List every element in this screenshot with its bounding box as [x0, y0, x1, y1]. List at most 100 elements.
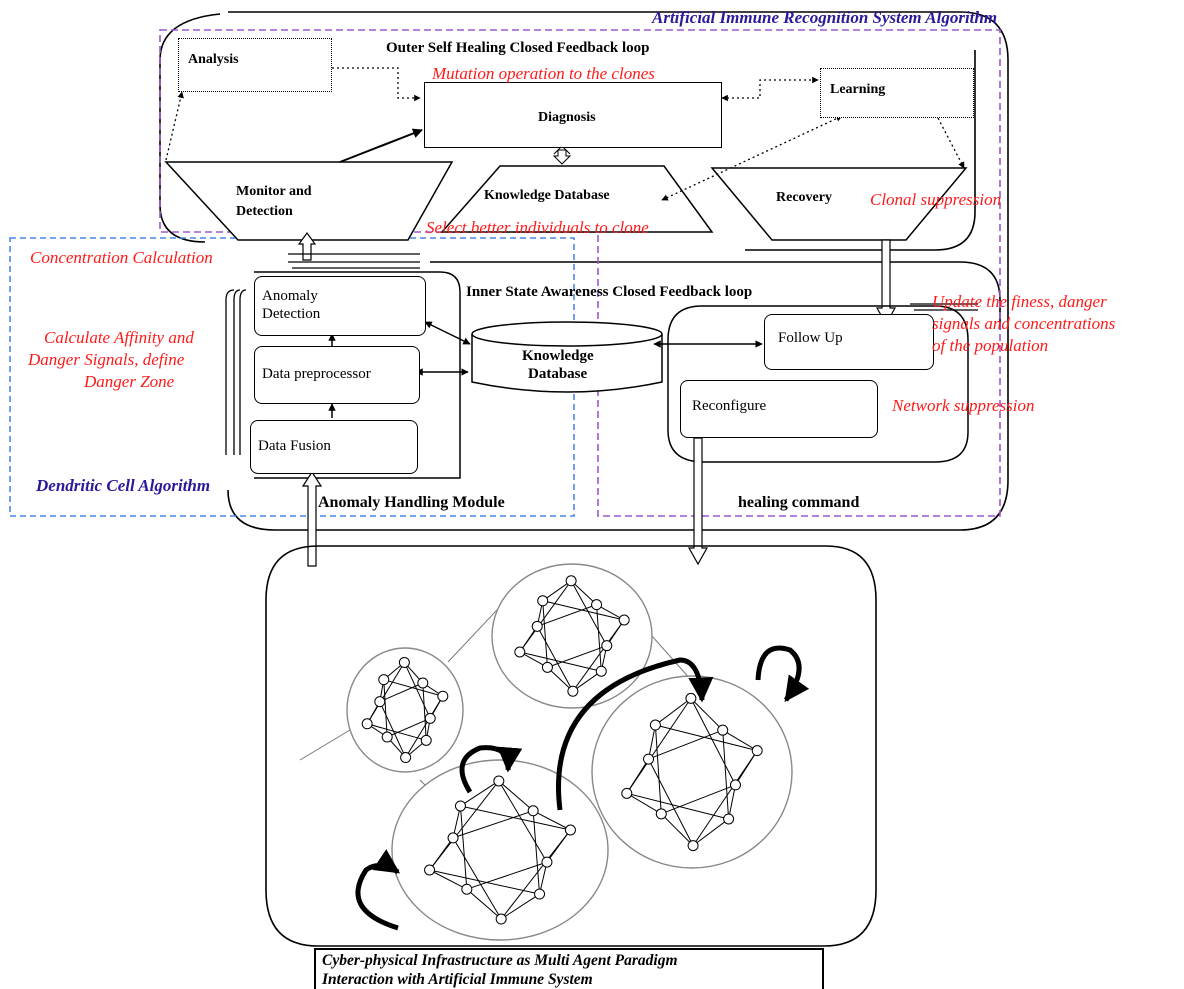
learning-label: Learning: [830, 82, 886, 97]
agent-link: [542, 580, 572, 602]
hollow-arrow-down-healing: [687, 437, 709, 566]
agent-node: [495, 913, 507, 925]
update-label-2: signals and concentrations: [932, 314, 1116, 333]
inner-loop-title: Inner State Awareness Closed Feedback lo…: [466, 284, 753, 300]
agent-link: [429, 869, 540, 895]
agent-link: [570, 580, 608, 646]
agent-link: [655, 697, 692, 726]
reconfigure-box: [680, 380, 878, 438]
agent-link: [466, 861, 548, 890]
data-fusion-label: Data Fusion: [258, 438, 331, 454]
hollow-arrow-up-network: [301, 470, 323, 567]
agent-cluster: [346, 647, 464, 773]
agent-link: [429, 780, 500, 871]
agent-node: [461, 883, 473, 895]
agent-link: [546, 829, 571, 863]
agent-node: [541, 661, 553, 673]
cluster-link: [299, 729, 351, 761]
concentration-label: Concentration Calculation: [30, 248, 213, 267]
agent-node: [595, 665, 607, 677]
agent-link: [459, 805, 468, 890]
learning-box: [820, 68, 974, 118]
agent-link: [466, 888, 502, 920]
hollow-arrow-down-recovery: [875, 239, 897, 326]
agent-link: [532, 810, 541, 895]
agent-link: [542, 600, 625, 621]
agent-link: [728, 784, 736, 820]
outer-loop-title: Outer Self Healing Closed Feedback loop: [386, 40, 650, 56]
agent-link: [654, 725, 662, 814]
agent-node: [424, 864, 436, 876]
agent-link: [383, 679, 443, 697]
agent-node: [751, 745, 763, 757]
diagnosis-label: Diagnosis: [538, 110, 596, 125]
agent-link: [570, 580, 597, 606]
agent-node: [685, 692, 697, 704]
caption-line-1: Cyber-physical Infrastructure as Multi A…: [322, 952, 678, 969]
network-suppression-label: Network suppression: [892, 396, 1035, 415]
affinity-label-2: Danger Signals, define: [28, 350, 185, 369]
agent-node: [618, 614, 630, 626]
monitor-label-1: Monitor and: [236, 184, 312, 199]
agent-node: [437, 690, 449, 702]
update-label-3: of the population: [932, 336, 1049, 355]
agent-node: [381, 731, 393, 743]
agent-link: [660, 813, 694, 846]
airs-label: Artificial Immune Recognition System Alg…: [652, 8, 998, 27]
caption-line-2: Interaction with Artificial Immune Syste…: [322, 971, 593, 988]
anomaly-module-border: [254, 271, 461, 479]
agent-link: [536, 626, 574, 692]
agent-link: [626, 698, 692, 794]
inner-knowledge-label-1: Knowledge: [522, 348, 594, 364]
agent-link: [379, 701, 407, 758]
knowledge-cylinder: [471, 321, 663, 393]
agent-link: [722, 729, 758, 752]
agent-link: [500, 893, 540, 920]
agent-node: [687, 840, 699, 852]
agent-link: [690, 698, 724, 731]
agent-node: [591, 599, 603, 611]
mutation-label: Mutation operation to the clones: [432, 64, 655, 83]
follow-up-label: Follow Up: [778, 330, 843, 346]
data-fusion-box: [250, 420, 418, 474]
knowledge-db-label: Knowledge Database: [484, 188, 610, 203]
agent-cluster: [391, 759, 609, 941]
agent-link: [460, 780, 500, 807]
agent-link: [429, 869, 468, 890]
agent-network: [299, 563, 810, 941]
agent-link: [572, 670, 602, 692]
monitor-trapezoid: [164, 161, 454, 241]
interaction-arrow: [556, 657, 714, 811]
agent-node: [514, 646, 526, 658]
agent-link: [661, 784, 736, 815]
agent-link: [429, 837, 454, 871]
network-panel-border: [265, 545, 877, 947]
update-label-1: Update the finess, danger: [932, 292, 1107, 311]
agent-node: [565, 575, 577, 587]
agent-cluster: [491, 563, 653, 709]
agent-node: [649, 719, 661, 731]
outer-top-right-border: [745, 50, 976, 251]
agent-node: [717, 724, 729, 736]
agent-link: [648, 729, 723, 760]
agent-link: [626, 758, 649, 794]
agent-link: [722, 730, 730, 819]
select-clone-label: Select better individuals to clone: [426, 218, 649, 237]
agent-node: [361, 718, 373, 730]
agent-node: [601, 640, 613, 652]
analysis-box: [178, 38, 332, 92]
anomaly-label-2: Detection: [262, 306, 321, 322]
agent-link: [692, 750, 758, 846]
data-preprocessor-box: [254, 346, 420, 404]
agent-node: [534, 888, 546, 900]
agent-link: [648, 758, 694, 846]
agent-link: [655, 724, 758, 752]
analysis-label: Analysis: [188, 52, 239, 67]
agent-link: [519, 651, 602, 672]
affinity-label-1: Calculate Affinity and: [44, 328, 194, 347]
inner-right-border: [667, 305, 969, 463]
interaction-arrow: [459, 745, 523, 794]
agent-node: [564, 824, 576, 836]
